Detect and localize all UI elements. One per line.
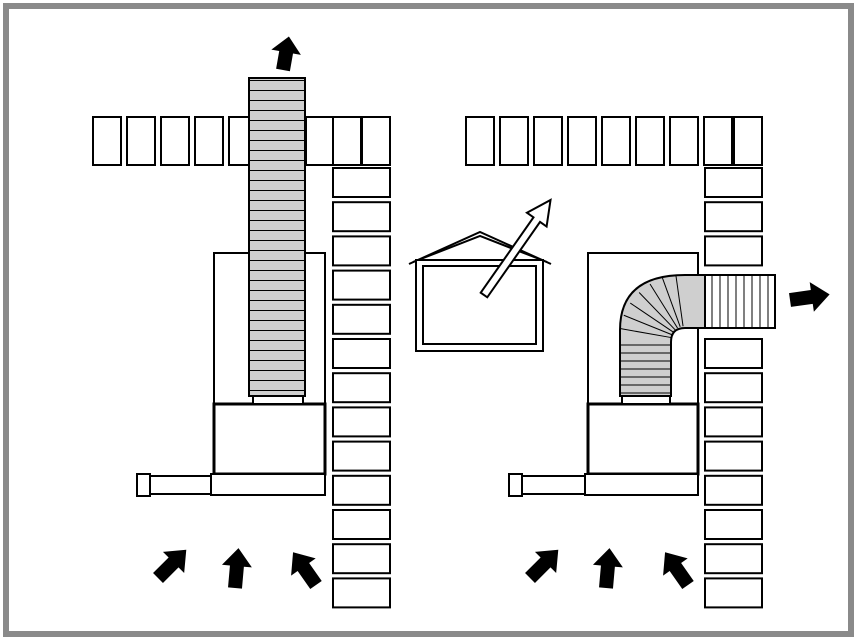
brick [126,116,156,166]
left-hood-base [210,473,326,496]
brick [332,338,391,369]
left-hood-lower-body [212,402,327,476]
brick [567,116,597,166]
left-panel [92,36,391,609]
brick [704,577,763,609]
brick [332,440,391,472]
brick [332,543,391,575]
left-hood-visor-handle [136,473,151,497]
brick [704,338,763,369]
brick [160,116,190,166]
air-intake-arrow-icon [291,552,322,590]
brick [332,474,391,506]
left-intake-arrows [153,548,322,590]
brick [704,509,763,540]
right-panel [465,116,830,609]
brick [92,116,122,166]
left-duct-collar [252,395,304,405]
brick [499,116,529,166]
right-hood-base [584,473,699,496]
right-exhaust-arrow-icon [789,282,830,312]
brick [601,116,631,166]
right-hood-visor [521,475,586,495]
air-intake-arrow-icon [592,548,623,589]
brick [533,116,563,166]
brick [332,269,391,301]
brick [635,116,665,166]
brick [704,474,763,506]
brick [361,116,391,166]
air-intake-arrow-icon [663,552,694,590]
air-intake-arrow-icon [153,549,187,583]
brick [703,116,733,166]
air-intake-arrow-icon [525,549,559,583]
brick [704,372,763,404]
brick [332,509,391,540]
brick [704,201,763,233]
brick [194,116,224,166]
brick [332,201,391,233]
brick [733,116,763,166]
left-exhaust-arrow-icon [271,36,301,72]
right-hood-visor-handle [508,473,523,497]
brick [332,303,391,335]
brick [332,406,391,438]
brick [332,235,391,267]
right-wall-bricks [704,167,763,609]
brick [465,116,495,166]
brick [332,577,391,609]
brick [332,167,391,198]
right-intake-arrows [525,548,694,590]
brick [704,440,763,472]
brick [704,543,763,575]
brick [332,116,362,166]
brick [704,235,763,267]
right-ceiling-bricks [465,116,763,166]
left-hood-visor [149,475,212,495]
brick [704,167,763,198]
air-intake-arrow-icon [221,548,252,589]
right-elbow-duct [619,274,776,405]
left-wall-bricks [332,167,391,609]
brick [332,372,391,404]
brick [669,116,699,166]
house-with-roof-vent-arrow-icon [408,198,552,352]
left-ceiling-bricks [92,116,391,166]
right-hood-lower-body [586,402,700,476]
brick [704,406,763,438]
brick [305,116,335,166]
left-vertical-duct [248,77,306,397]
